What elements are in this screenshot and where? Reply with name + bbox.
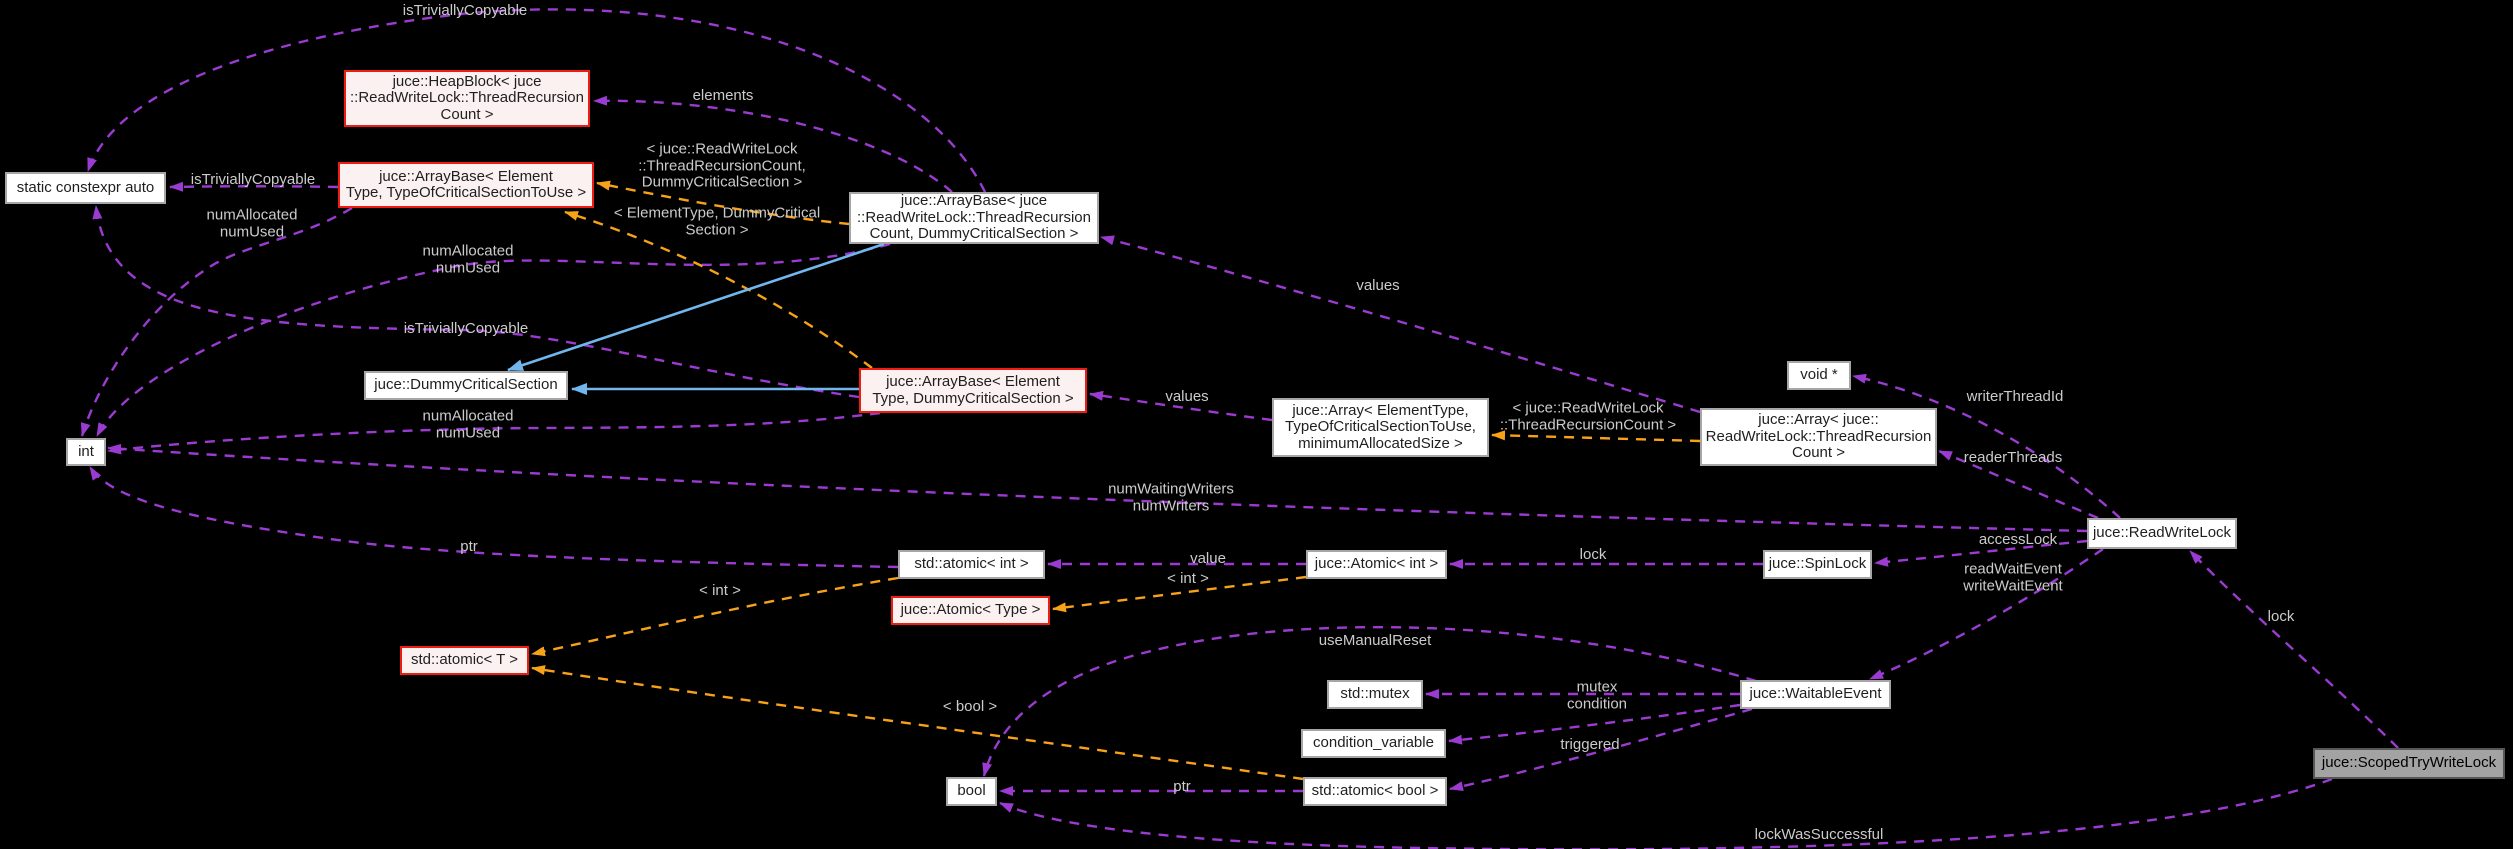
edge-inheritance-arraybase-rwl-dummycs	[507, 242, 885, 372]
edge-istriviallycopyable-from-arraybase-dummy	[92, 205, 860, 399]
edge-istriviallycopyable-from-arraybase-rwl	[86, 8, 987, 193]
edge-readerthreads	[1938, 449, 2099, 520]
edge-label-numallocated-numused-3: numAllocated numUsed	[422, 407, 514, 441]
edge-label-istriviallycopyable-left: isTriviallyCopyable	[190, 170, 316, 188]
edge-template-args-int-juce-atomic	[1052, 575, 1307, 613]
edge-values-2	[1089, 390, 1273, 422]
edge-label-ptr-1: ptr	[460, 537, 478, 555]
edge-template-args-threadrecursioncount	[1491, 430, 1701, 443]
node-arraybase-threadrecursioncount[interactable]: juce::ArrayBase< juce ::ReadWriteLock::T…	[849, 192, 1099, 244]
edge-label-template-args-threadrecursioncount: < juce::ReadWriteLock ::ThreadRecursionC…	[1499, 399, 1677, 433]
node-juce-atomic-type[interactable]: juce::Atomic< Type >	[891, 596, 1050, 625]
edge-accesslock	[1874, 539, 2088, 567]
node-arraybase-template[interactable]: juce::ArrayBase< Element Type, TypeOfCri…	[338, 162, 594, 208]
edge-label-numallocated-numused-2: numAllocated numUsed	[422, 242, 514, 276]
node-condition-variable[interactable]: condition_variable	[1301, 729, 1446, 758]
edge-numallocated-numused-3	[107, 411, 881, 455]
node-scopedtrywritelock[interactable]: juce::ScopedTryWriteLock	[2313, 748, 2505, 779]
edge-condition	[1448, 703, 1741, 745]
edge-label-istriviallycopyable-top: isTriviallyCopyable	[402, 1, 528, 19]
edge-numwaitingwriters-numwriters	[107, 443, 2088, 533]
edge-label-writerthreadid: writerThreadId	[1966, 387, 2064, 405]
edge-elements	[593, 95, 953, 193]
edge-label-value: value	[1190, 549, 1226, 567]
node-array-threadrecursioncount[interactable]: juce::Array< juce:: ReadWriteLock::Threa…	[1700, 408, 1937, 466]
edge-label-mutex-condition: mutex condition	[1566, 678, 1628, 712]
node-std-mutex[interactable]: std::mutex	[1327, 680, 1423, 709]
node-heapblock-threadrecursioncount[interactable]: juce::HeapBlock< juce ::ReadWriteLock::T…	[344, 70, 590, 127]
node-juce-atomic-int[interactable]: juce::Atomic< int >	[1306, 550, 1447, 579]
edge-label-istriviallycopyable-bottom: isTriviallyCopyable	[403, 319, 529, 337]
edge-numallocated-numused-2	[95, 242, 891, 437]
edge-lockwassuccessful	[999, 777, 2333, 849]
edge-label-lock-1: lock	[1579, 545, 1607, 563]
edge-label-readerthreads: readerThreads	[1963, 448, 2063, 466]
edge-label-lockwassuccessful: lockWasSuccessful	[1754, 825, 1884, 843]
node-std-atomic-bool[interactable]: std::atomic< bool >	[1303, 777, 1447, 806]
edge-label-template-args-elementtype-dummy: < ElementType, DummyCritical Section >	[613, 204, 821, 238]
edge-template-args-rwl-dummy	[596, 180, 850, 226]
edge-label-template-args-int-1: < int >	[1167, 569, 1209, 587]
node-static-constexpr-auto[interactable]: static constexpr auto	[5, 172, 166, 204]
node-void-pointer[interactable]: void *	[1787, 361, 1851, 390]
edge-writerthreadid	[1852, 373, 2121, 519]
node-std-atomic-int[interactable]: std::atomic< int >	[898, 550, 1045, 579]
node-dummycriticalsection[interactable]: juce::DummyCriticalSection	[364, 371, 568, 400]
edge-template-args-bool-std-atomic	[531, 665, 1304, 781]
node-std-atomic-t[interactable]: std::atomic< T >	[400, 646, 529, 675]
edge-values-1	[1100, 235, 1701, 414]
edge-group	[80, 8, 2399, 849]
edge-label-numallocated-numused-1: numAllocated numUsed	[206, 206, 298, 240]
edge-label-template-args-bool: < bool >	[942, 697, 998, 715]
edge-label-values-1: values	[1356, 276, 1400, 294]
edge-label-elements: elements	[692, 86, 754, 104]
edge-numallocated-numused-1	[80, 206, 353, 437]
edge-label-template-args-int-2: < int >	[699, 581, 741, 599]
node-int[interactable]: int	[66, 438, 106, 466]
node-readwritelock[interactable]: juce::ReadWriteLock	[2087, 518, 2237, 549]
edge-label-accesslock: accessLock	[1978, 530, 2058, 548]
node-spinlock[interactable]: juce::SpinLock	[1763, 550, 1872, 579]
edge-label-values-2: values	[1165, 387, 1209, 405]
node-arraybase-dummycriticalsection[interactable]: juce::ArrayBase< Element Type, DummyCrit…	[859, 368, 1087, 413]
edge-ptr-from-std-atomic-int	[88, 466, 899, 569]
edge-label-triggered: triggered	[1560, 735, 1620, 753]
edge-istriviallycopyable-from-arraybase-template	[169, 181, 339, 192]
edge-label-usemanualreset: useManualReset	[1318, 631, 1432, 649]
node-array-template[interactable]: juce::Array< ElementType, TypeOfCritical…	[1272, 398, 1489, 457]
edge-label-lock-2: lock	[2267, 607, 2295, 625]
node-bool[interactable]: bool	[946, 777, 997, 806]
node-waitableevent[interactable]: juce::WaitableEvent	[1740, 680, 1891, 709]
edge-readwaitevent-writewaitevent	[1869, 548, 2104, 681]
edge-label-numwaitingwriters-numwriters: numWaitingWriters numWriters	[1108, 480, 1234, 514]
edge-template-args-int-std-atomic	[531, 576, 899, 657]
edge-label-readwaitevent-writewaitevent: readWaitEvent writeWaitEvent	[1963, 560, 2063, 594]
edge-triggered	[1449, 707, 1753, 792]
edge-label-template-args-rwl-dummy: < juce::ReadWriteLock ::ThreadRecursionC…	[638, 140, 806, 191]
edge-label-ptr-2: ptr	[1173, 777, 1191, 795]
edge-lock-from-scopedtrywritelock	[2189, 550, 2399, 749]
